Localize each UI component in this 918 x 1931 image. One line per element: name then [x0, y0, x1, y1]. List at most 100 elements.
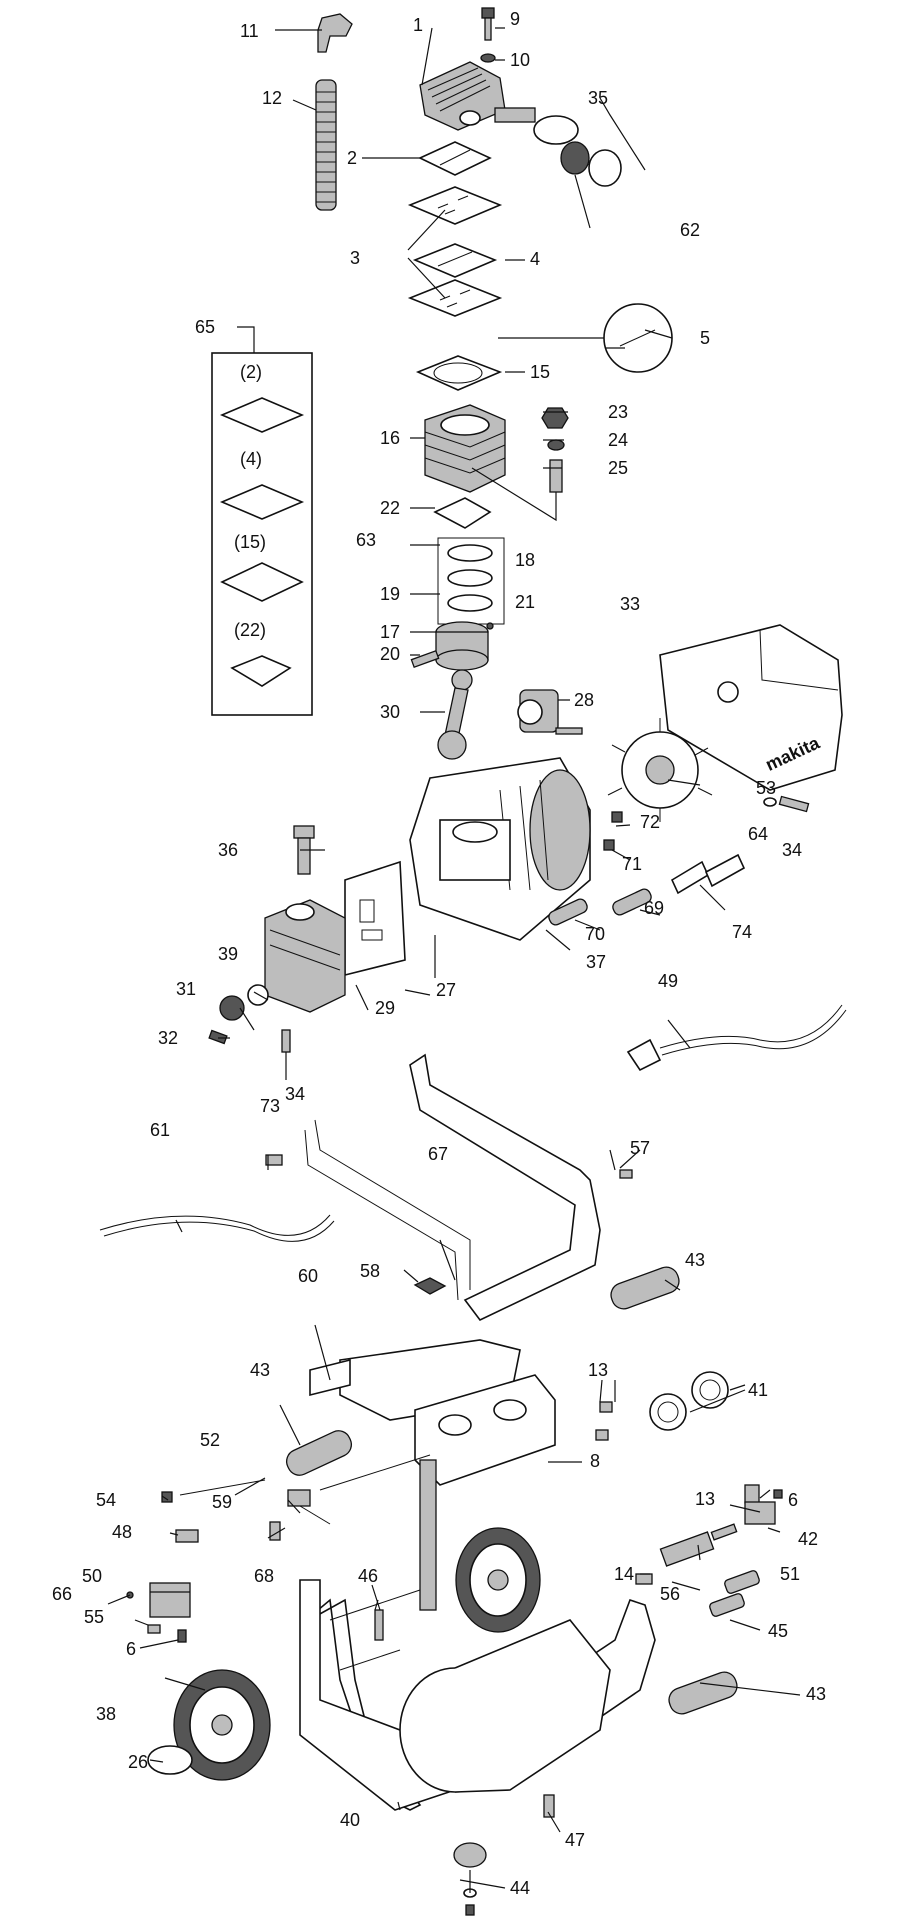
callout-9: 9 [510, 9, 520, 29]
part-35-valve-assembly [494, 107, 622, 187]
callout-2: 2 [347, 148, 357, 168]
callout-67: 67 [428, 1144, 448, 1164]
part-55-fitting [147, 1624, 161, 1634]
callout-25: 25 [608, 458, 628, 478]
part-57-cap [619, 1169, 633, 1179]
callout-54: 54 [96, 1490, 116, 1510]
callout-35: 35 [588, 88, 608, 108]
part-4-valve-gasket [412, 243, 498, 278]
part-50-pressure-switch [149, 1582, 191, 1618]
callout-27: 27 [436, 980, 456, 1000]
part-64-washer [763, 797, 777, 807]
callout-8: 8 [590, 1451, 600, 1471]
part-16-cylinder [424, 404, 506, 493]
part-34-bolt-lower [281, 1029, 291, 1053]
part-54-nut [161, 1491, 173, 1503]
callout-18: 18 [515, 550, 535, 570]
kit-label-2: (2) [240, 362, 262, 382]
callout-72: 72 [640, 812, 660, 832]
callout-1: 1 [413, 15, 423, 35]
callout-60: 60 [298, 1266, 318, 1286]
part-43-grip-left [285, 1430, 353, 1476]
callout-26: 26 [128, 1752, 148, 1772]
kit-label-15: (15) [234, 532, 266, 552]
part-12-flexible-hose [315, 79, 337, 211]
callout-68: 68 [254, 1566, 274, 1586]
part-31-knob [219, 995, 245, 1021]
part-73-bolt [265, 1154, 283, 1166]
part-17-piston [435, 621, 489, 671]
callout-16: 16 [380, 428, 400, 448]
callout-19: 19 [380, 584, 400, 604]
part-9-bolt [481, 7, 495, 41]
callout-57: 57 [630, 1138, 650, 1158]
callout-21: 21 [515, 592, 535, 612]
part-13-fitting-b [595, 1429, 609, 1441]
part-14-fitting [635, 1573, 653, 1585]
part-34-bolt-upper [778, 795, 810, 813]
part-70-brush [548, 898, 588, 926]
part-21-clip [486, 622, 494, 630]
callout-6-lower: 6 [126, 1639, 136, 1659]
part-52-tube [179, 1479, 266, 1496]
callout-labels: 1 2 3 4 5 6 6 8 9 10 11 12 13 13 14 15 1… [52, 9, 826, 1898]
kit-gasket-2-icon [219, 397, 305, 433]
part-15-cylinder-gasket [415, 355, 503, 391]
part-24-washer [547, 439, 565, 451]
callout-33: 33 [620, 594, 640, 614]
kit-label-22: (22) [234, 620, 266, 640]
callout-50: 50 [82, 1566, 102, 1586]
callout-20: 20 [380, 644, 400, 664]
callout-23: 23 [608, 402, 628, 422]
callout-39: 39 [218, 944, 238, 964]
part-61-wire [99, 1214, 331, 1236]
kit-label-4: (4) [240, 449, 262, 469]
callout-29: 29 [375, 998, 395, 1018]
callout-48: 48 [112, 1522, 132, 1542]
part-68-bolt [269, 1521, 281, 1541]
callout-46: 46 [358, 1566, 378, 1586]
kit-gasket-15-icon [220, 562, 304, 602]
callout-65: 65 [195, 317, 215, 337]
callout-15: 15 [530, 362, 550, 382]
part-1-cylinder-head [419, 61, 506, 131]
callout-34-lower: 34 [285, 1084, 305, 1104]
callout-43-top: 43 [685, 1250, 705, 1270]
callout-13-upper: 13 [588, 1360, 608, 1380]
part-2-gasket [418, 141, 492, 176]
part-72-key [611, 811, 623, 823]
callout-49: 49 [658, 971, 678, 991]
part-38-wheel-rear [455, 1527, 541, 1633]
callout-43-left: 43 [250, 1360, 270, 1380]
part-28-eccentric [517, 689, 583, 735]
part-26-hubcap [147, 1745, 193, 1775]
part-32-screw [208, 1029, 228, 1045]
kit-gasket-4-icon [219, 484, 305, 520]
part-37-motor-housing [409, 757, 591, 941]
callout-73: 73 [260, 1096, 280, 1116]
part-13-elbow [744, 1484, 760, 1504]
callout-28: 28 [574, 690, 594, 710]
callout-11: 11 [240, 21, 259, 41]
callout-45: 45 [768, 1621, 788, 1641]
part-29-end-cover [264, 899, 346, 1013]
part-46-safety-valve [374, 1609, 384, 1641]
callout-71: 71 [622, 854, 642, 874]
part-33-fan-shroud: makita [659, 624, 843, 791]
part-8-control-panel [414, 1374, 556, 1486]
callout-74: 74 [732, 922, 752, 942]
part-49-power-cord [626, 1004, 847, 1072]
callout-32: 32 [158, 1028, 178, 1048]
part-22-gasket [433, 497, 492, 529]
kit-gasket-22-icon [230, 655, 292, 687]
callout-6-upper: 6 [788, 1490, 798, 1510]
part-63-ring-set-box [437, 537, 505, 625]
callout-31: 31 [176, 979, 196, 999]
callout-5: 5 [700, 328, 710, 348]
part-27-insulator [344, 860, 406, 977]
part-39-o-ring [247, 984, 269, 1006]
callout-4: 4 [530, 249, 540, 269]
part-23-nut [541, 407, 569, 429]
callout-14: 14 [614, 1564, 634, 1584]
